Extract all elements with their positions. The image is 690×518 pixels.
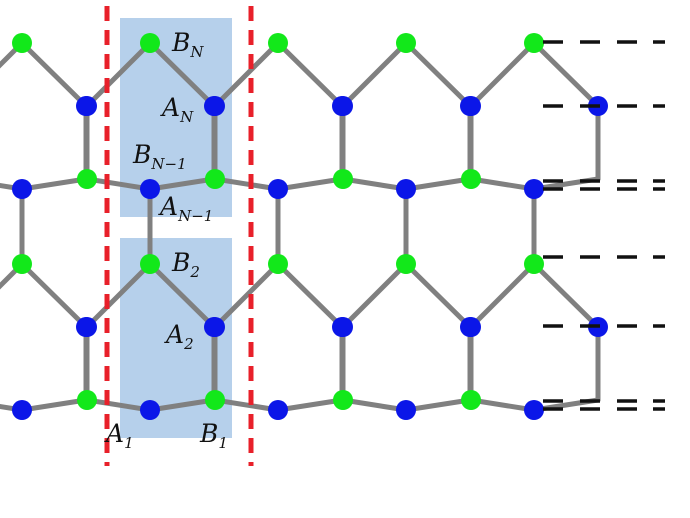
bond [403,176,473,192]
bond [147,176,217,192]
site-b [268,254,288,274]
lattice-bonds [0,40,601,413]
bond [340,40,409,109]
bond [340,397,409,413]
site-b [396,254,416,274]
label-a1: A1 [104,419,134,452]
bond [19,397,89,413]
label-bn: BN [171,28,204,61]
label-an: AN [160,93,194,126]
bond [212,40,281,109]
bond [19,261,89,330]
bond [0,403,25,413]
label-an-1: AN−1 [158,192,213,225]
site-a [205,317,225,337]
bond [212,176,281,192]
bond [275,397,345,413]
bond [212,397,281,413]
bond [468,397,537,413]
site-a [524,400,544,420]
site-a [205,96,225,116]
bond [84,397,153,413]
label-b2: B2 [171,248,200,281]
bond [147,397,217,413]
lattice-sites [12,33,608,420]
site-b [461,390,481,410]
bond [19,40,89,109]
site-b [524,254,544,274]
bond [0,261,25,290]
site-b [77,390,97,410]
site-b [396,33,416,53]
bond [340,176,409,192]
site-b [12,33,32,53]
bond [531,261,601,330]
bond [147,261,217,330]
bond [19,176,89,192]
label-b1: B1 [199,419,228,452]
site-a [140,400,160,420]
site-b [333,169,353,189]
bond [468,176,537,192]
energy-levels [543,40,665,411]
bond [275,176,345,192]
site-a [333,317,353,337]
site-b [268,33,288,53]
bond [468,261,537,330]
bond [0,182,25,192]
bond [275,261,345,330]
site-b [205,390,225,410]
bond [212,261,281,330]
site-a [140,179,160,199]
site-b [205,169,225,189]
site-a [12,400,32,420]
site-a [396,179,416,199]
bond [275,40,345,109]
bond [84,261,153,330]
site-a [77,96,97,116]
site-a [524,179,544,199]
site-a [461,96,481,116]
boundary-lines [104,6,254,466]
site-a [268,400,288,420]
site-b [333,390,353,410]
site-b [524,33,544,53]
bond [531,40,601,109]
bond [403,40,473,109]
bond [84,176,153,192]
site-a [396,400,416,420]
bond [0,40,25,69]
bond [84,40,153,109]
bond [403,397,473,413]
bond [340,261,409,330]
site-a [77,317,97,337]
site-b [461,169,481,189]
site-a [268,179,288,199]
bond [403,261,473,330]
site-a [12,179,32,199]
site-b [140,254,160,274]
site-b [77,169,97,189]
label-a2: A2 [164,320,194,353]
site-b [12,254,32,274]
site-b [140,33,160,53]
site-a [333,96,353,116]
bond [468,40,537,109]
bond [147,40,217,109]
label-bn-1: BN−1 [132,140,187,173]
site-a [461,317,481,337]
